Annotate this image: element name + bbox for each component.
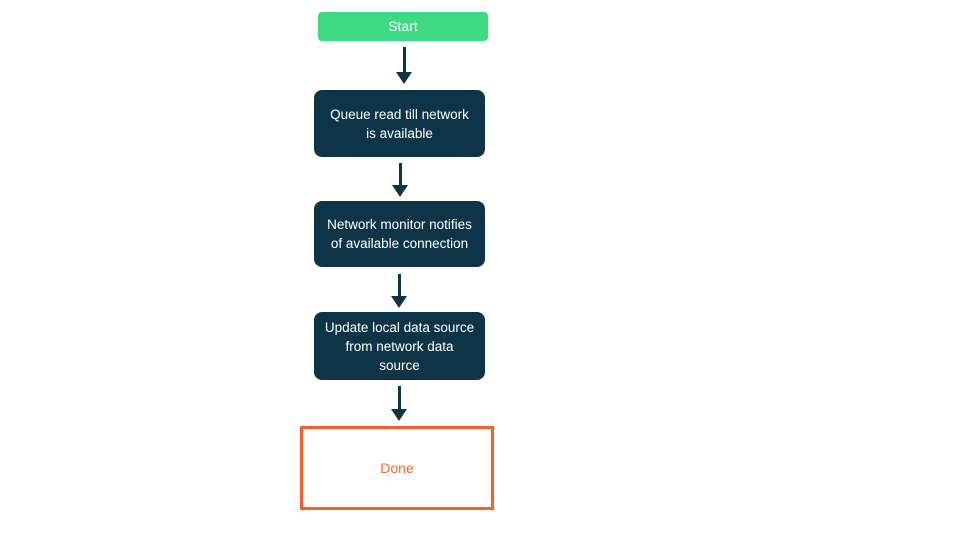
flow-node-queue-read: Queue read till network is available (314, 90, 485, 157)
flow-arrow-queue-to-monitor (392, 163, 408, 197)
arrow-shaft (398, 163, 402, 185)
arrow-down-icon (391, 409, 407, 421)
flow-node-start: Start (318, 12, 488, 41)
flow-node-network-monitor: Network monitor notifies of available co… (314, 201, 485, 267)
arrow-shaft (397, 274, 401, 296)
flow-arrow-monitor-to-update (391, 274, 407, 308)
flow-arrow-start-to-queue (396, 47, 412, 84)
flow-node-update-local-data: Update local data source from network da… (314, 312, 485, 380)
flow-node-update-local-data-label: Update local data source from network da… (324, 319, 475, 373)
flow-arrow-update-to-done (391, 386, 407, 421)
flow-node-done-label: Done (380, 459, 414, 476)
flow-node-start-label: Start (388, 18, 418, 34)
arrow-shaft (402, 47, 406, 72)
arrow-down-icon (392, 185, 408, 197)
arrow-down-icon (391, 296, 407, 308)
flow-node-network-monitor-label: Network monitor notifies of available co… (327, 217, 472, 251)
flow-node-queue-read-label: Queue read till network is available (330, 106, 469, 141)
arrow-down-icon (396, 72, 412, 84)
arrow-shaft (397, 386, 401, 409)
flow-node-done: Done (300, 426, 494, 510)
